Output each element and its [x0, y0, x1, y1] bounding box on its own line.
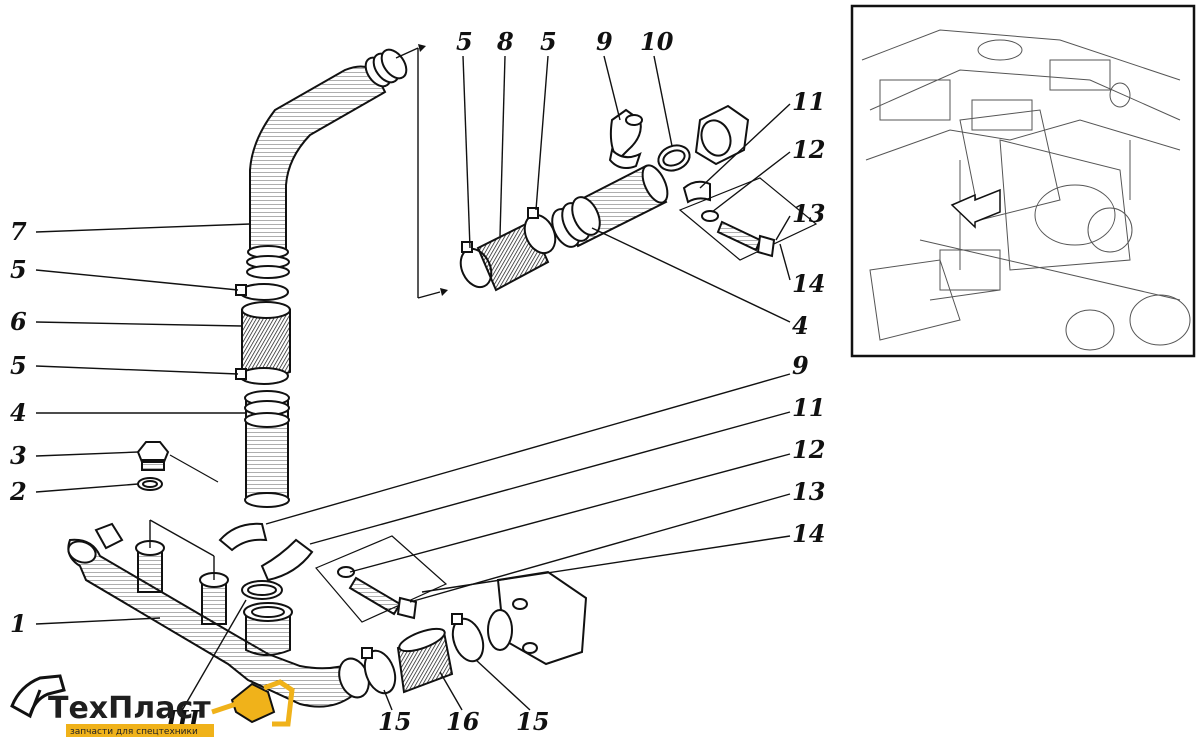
manifold-port-a — [135, 540, 165, 593]
flange-outlet-top — [694, 104, 750, 166]
callout-13-top: 13 — [792, 199, 825, 228]
callout-5-a: 5 — [10, 255, 27, 284]
clamp-15-right — [451, 613, 485, 663]
brand-logo: ТехПласт запчасти для спецтехники — [10, 674, 295, 737]
callout-9-mid: 9 — [792, 351, 809, 380]
gasket-10 — [657, 144, 691, 172]
callout-5-b: 5 — [10, 351, 27, 380]
manifold-port-c — [243, 602, 293, 656]
callout-5-top-b: 5 — [540, 27, 557, 56]
hose-6 — [241, 301, 291, 378]
callout-3: 3 — [10, 441, 27, 470]
callout-9-top: 9 — [596, 27, 613, 56]
bolt-kit-top — [678, 177, 818, 261]
gasket-bottom — [241, 580, 283, 600]
bracket-9-top — [608, 108, 643, 169]
clamp-5-upper — [235, 283, 289, 301]
callout-1: 1 — [10, 609, 27, 638]
callout-12-mid: 12 — [792, 435, 825, 464]
callout-12-top: 12 — [792, 135, 825, 164]
callout-14-mid: 14 — [792, 519, 825, 548]
manifold-1 — [67, 519, 370, 708]
bracket-11-bottom — [260, 538, 314, 582]
bracket-9-bottom — [218, 522, 268, 552]
washer-2 — [137, 477, 163, 491]
logo-tagline: запчасти для спецтехники — [70, 727, 198, 737]
callout-11-top: 11 — [792, 87, 825, 116]
bracket-11-top — [682, 180, 711, 204]
callout-16: 16 — [446, 707, 480, 736]
leader-lines — [35, 55, 791, 715]
callout-11-mid: 11 — [792, 393, 825, 422]
bolt-kit-bottom — [315, 535, 448, 623]
callout-8: 8 — [496, 27, 514, 56]
manifold-port-b — [199, 572, 229, 625]
upper-pipe-7 — [246, 48, 408, 279]
callout-15-left: 15 — [378, 707, 411, 736]
callout-4-a: 4 — [10, 398, 27, 427]
hose-16 — [396, 627, 454, 694]
callout-7: 7 — [10, 217, 27, 246]
direction-arrows — [395, 44, 448, 299]
callout-2: 2 — [9, 477, 27, 506]
callout-13-mid: 13 — [792, 477, 825, 506]
logo-name: ТехПласт — [48, 691, 211, 726]
pipe-7-ribs — [364, 48, 408, 88]
callout-5-top-a: 5 — [456, 27, 473, 56]
callout-6: 6 — [10, 307, 27, 336]
callout-10: 10 — [640, 27, 674, 56]
excavator-bucket-icon — [230, 682, 276, 724]
pipe-4-horizontal — [551, 164, 669, 248]
pump-flange — [487, 570, 588, 666]
clamp-5-top-right — [523, 207, 557, 255]
clamp-5-lower — [235, 367, 289, 385]
pipe-4-vertical — [244, 390, 290, 508]
callouts: 7 5 6 5 4 3 2 1 5 8 5 9 10 11 12 13 14 4… — [9, 27, 825, 736]
callout-14-top: 14 — [792, 269, 825, 298]
location-inset — [850, 4, 1196, 358]
plug-3 — [136, 441, 219, 483]
callout-15-right: 15 — [516, 707, 549, 736]
clamp-15-left — [361, 647, 397, 695]
callout-4-b: 4 — [792, 311, 809, 340]
